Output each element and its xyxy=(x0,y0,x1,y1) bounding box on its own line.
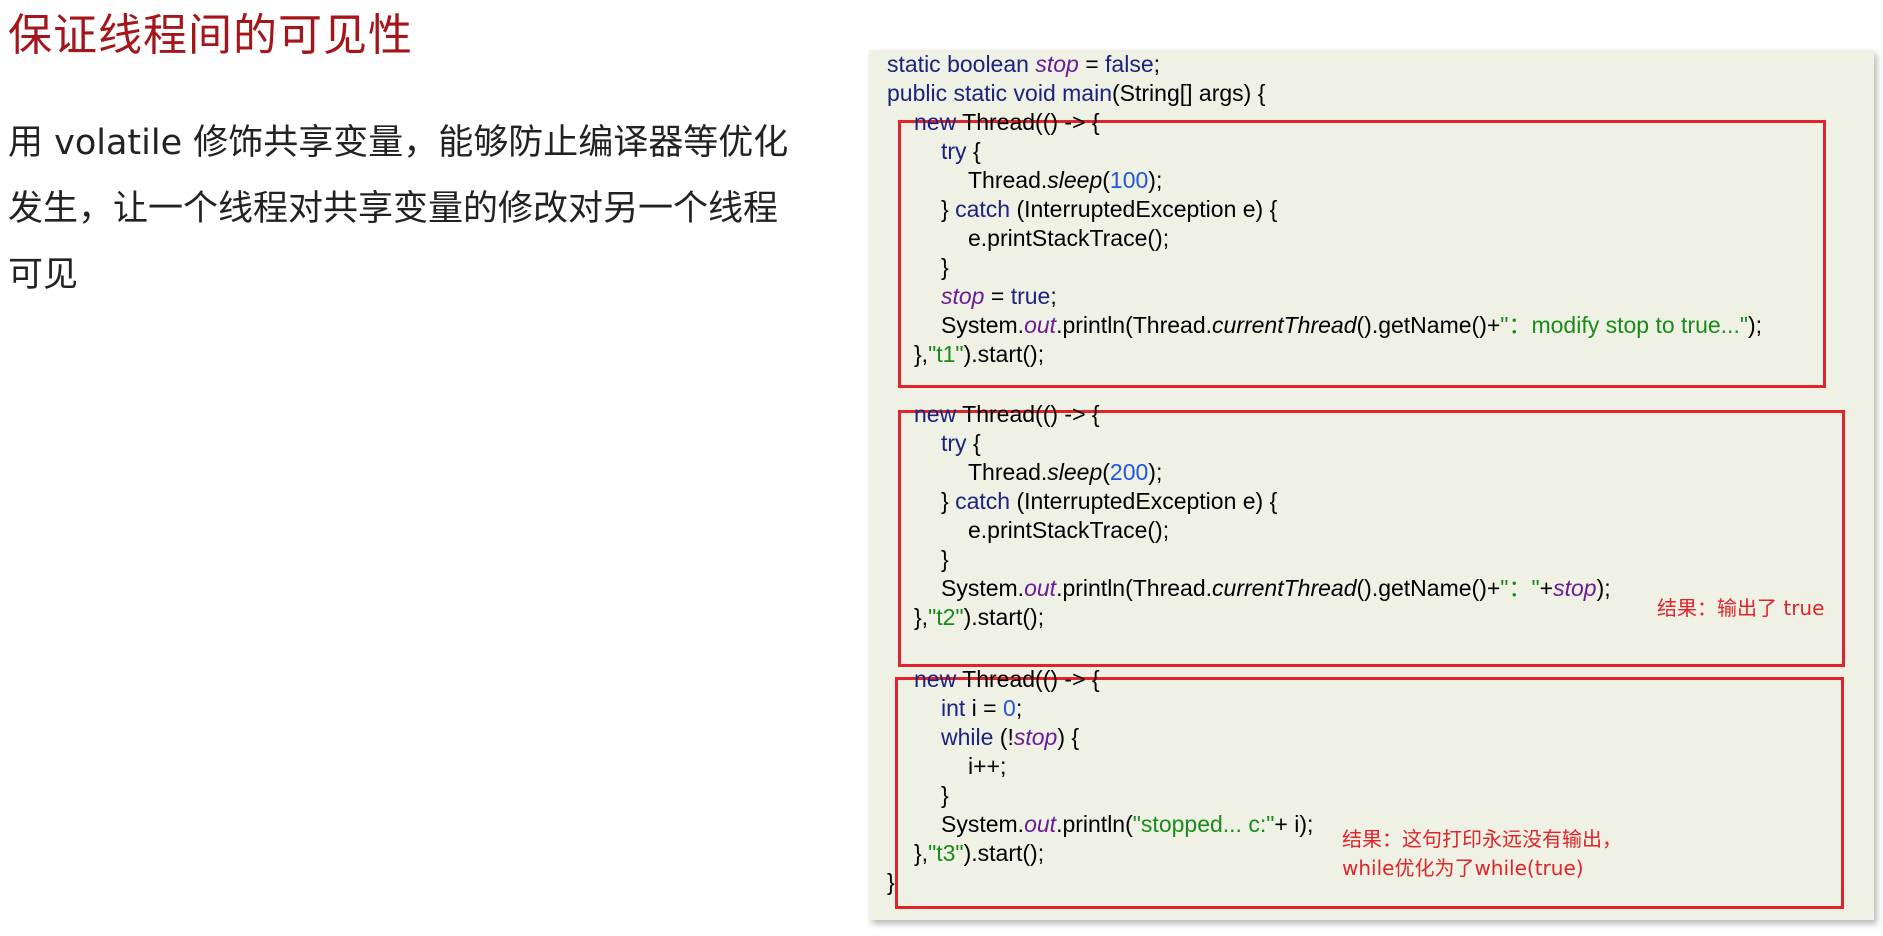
code-line: new Thread(() -> { xyxy=(914,401,1100,427)
code-line: Thread.sleep(200); xyxy=(968,459,1163,485)
code-line: stop = true; xyxy=(941,283,1057,309)
result-note-t2: 结果：输出了 true xyxy=(1657,596,1825,620)
code-line: e.printStackTrace(); xyxy=(968,225,1170,251)
code-line: static boolean stop = false; xyxy=(887,51,1161,77)
highlight-box-t2 xyxy=(898,410,1845,667)
code-line: i++; xyxy=(968,753,1007,779)
code-line: new Thread(() -> { xyxy=(914,666,1100,692)
code-line: public static void main(String[] args) { xyxy=(887,80,1266,106)
code-line: } xyxy=(941,546,949,572)
stop-field: stop xyxy=(1035,51,1079,77)
code-line: System.out.println(Thread.currentThread(… xyxy=(941,575,1611,601)
code-line: } xyxy=(941,782,949,808)
code-line: System.out.println(Thread.currentThread(… xyxy=(941,312,1763,338)
description-line: 发生，让一个线程对共享变量的修改对另一个线程 xyxy=(8,189,779,229)
code-line: int i = 0; xyxy=(941,695,1023,721)
code-line: try { xyxy=(941,430,981,456)
result-note-t3: 结果：这句打印永远没有输出， while优化为了while(true) xyxy=(1342,827,1622,880)
code-line: System.out.println("stopped... c:"+ i); xyxy=(941,811,1314,837)
highlight-box-t3 xyxy=(895,677,1844,909)
description-line: 可见 xyxy=(8,255,79,295)
highlight-box-t1 xyxy=(898,120,1826,388)
code-line: },"t1").start(); xyxy=(914,341,1045,367)
code-line: } catch (InterruptedException e) { xyxy=(941,196,1278,222)
code-line: } xyxy=(941,254,949,280)
description-line: 用 volatile 修饰共享变量，能够防止编译器等优化 xyxy=(8,123,789,163)
code-line: } catch (InterruptedException e) { xyxy=(941,488,1278,514)
code-line: try { xyxy=(941,138,981,164)
code-line: while (!stop) { xyxy=(941,724,1080,750)
code-line: } xyxy=(887,869,895,895)
page-title: 保证线程间的可见性 xyxy=(8,10,413,61)
code-panel: static boolean stop = false; public stat… xyxy=(869,50,1874,920)
description: 用 volatile 修饰共享变量，能够防止编译器等优化 发生，让一个线程对共享… xyxy=(8,110,808,308)
code-line: new Thread(() -> { xyxy=(914,109,1100,135)
code-line: },"t3").start(); xyxy=(914,840,1045,866)
code-line: Thread.sleep(100); xyxy=(968,167,1163,193)
code-line: e.printStackTrace(); xyxy=(968,517,1170,543)
code-line: },"t2").start(); xyxy=(914,604,1045,630)
